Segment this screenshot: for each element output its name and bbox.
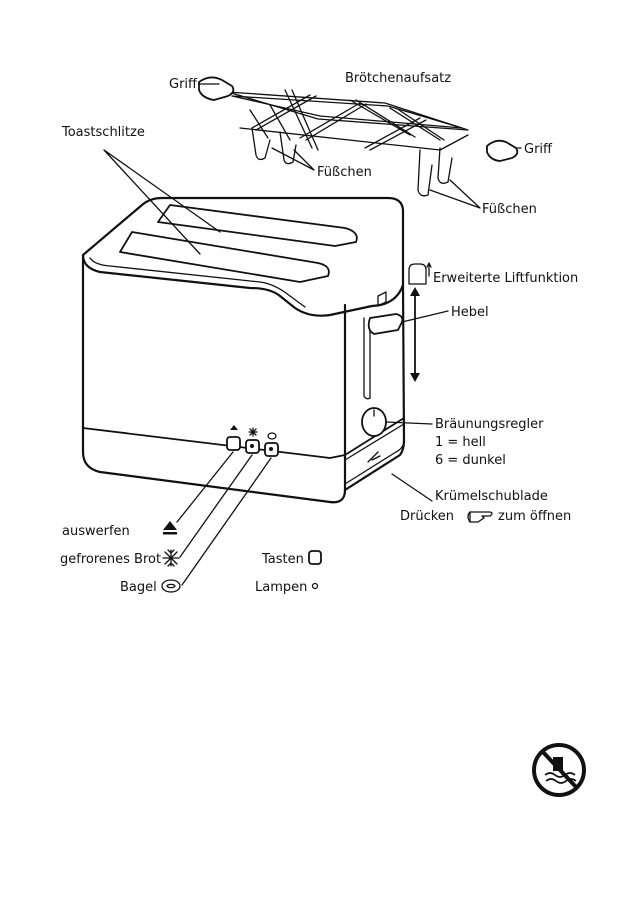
label-regler-6: 6 = dunkel (435, 453, 506, 468)
eject-icon (163, 521, 177, 535)
lift-icon-body (377, 291, 387, 307)
bagel-icon (161, 579, 181, 593)
toaster-top-surface (81, 196, 405, 317)
snowflake-icon (162, 549, 180, 567)
callout-bagel (181, 457, 272, 586)
eject-icon (230, 425, 238, 430)
label-toastschlitze: Toastschlitze (61, 125, 145, 140)
label-lift: Erweiterte Liftfunktion (433, 271, 578, 286)
crumb-tray-hand-mark (367, 451, 381, 463)
rack-wire (389, 107, 445, 141)
toaster-top-rim (89, 257, 306, 308)
rack-top-inner (231, 95, 463, 129)
toaster-front-face (81, 253, 347, 504)
snowflake-icon (248, 427, 258, 437)
rack-foot (251, 127, 271, 161)
bagel-icon (267, 432, 277, 440)
label-kruemel: Krümelschublade (435, 489, 548, 504)
rack-wire (251, 94, 317, 131)
label-regler: Bräunungsregler (435, 417, 544, 432)
callout-toastschlitze (103, 149, 221, 255)
lever (367, 313, 404, 335)
label-druecken: Drücken (400, 509, 454, 524)
lever-slot (363, 317, 371, 400)
rack-top-outline (227, 91, 469, 131)
callout-fuesschen-1 (271, 147, 315, 171)
label-fuesschen-2: Füßchen (482, 202, 537, 217)
callout-hebel (401, 310, 449, 323)
rack-wire (284, 89, 319, 151)
rack-foot (417, 149, 433, 197)
label-regler-1: 1 = hell (435, 435, 486, 450)
no-water-immersion-icon (532, 743, 586, 797)
lamp-symbol (311, 582, 319, 590)
label-gefroren: gefrorenes Brot (60, 552, 161, 567)
toaster-body (81, 196, 406, 504)
lift-arrow-up (410, 287, 420, 296)
crumb-tray (344, 423, 405, 485)
toast-slot-front (119, 231, 330, 283)
button-symbol (308, 550, 322, 565)
rack-handle-right (486, 139, 519, 162)
bun-warmer-rack (198, 76, 519, 197)
pointing-hand-icon (467, 511, 493, 523)
lift-arrow-down (410, 373, 420, 382)
toast-slot-back (157, 204, 358, 247)
label-broetchenaufsatz: Brötchenaufsatz (345, 71, 451, 86)
callout-gefroren (179, 454, 253, 558)
lamp-bagel (269, 447, 273, 451)
toaster-base-band (82, 427, 346, 459)
rack-wire (299, 102, 367, 141)
rack-handle-left (198, 76, 235, 101)
label-hebel: Hebel (451, 305, 489, 320)
lamp-frozen (250, 444, 254, 448)
label-griff-right: Griff (524, 142, 553, 157)
label-lampen: Lampen (255, 580, 307, 595)
lift-toast-icon (408, 262, 432, 285)
callout-regler (385, 421, 433, 425)
label-oeffnen: zum öffnen (498, 509, 571, 524)
callout-kruemel (391, 473, 433, 502)
label-griff-left: Griff (169, 77, 198, 92)
rack-foot (437, 147, 453, 184)
label-auswerfen: auswerfen (62, 524, 130, 539)
callout-auswerfen (176, 451, 234, 523)
button-eject (226, 436, 241, 451)
rack-bottom-edge (239, 127, 469, 151)
rack-foot (279, 131, 297, 165)
label-fuesschen-1: Füßchen (317, 165, 372, 180)
callout-fuesschen-2 (429, 179, 481, 209)
label-bagel: Bagel (120, 580, 157, 595)
label-tasten: Tasten (261, 552, 304, 567)
